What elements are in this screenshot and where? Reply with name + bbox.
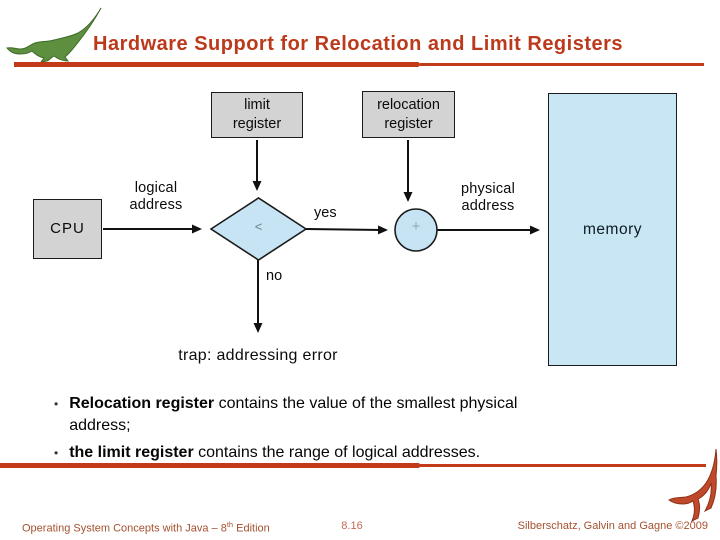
bullet-bold-text: Relocation register bbox=[69, 395, 215, 412]
physical-address-label: physical address bbox=[461, 181, 515, 215]
bullet-marker-icon: • bbox=[54, 446, 59, 460]
arrow-yes-to-adder bbox=[305, 225, 388, 235]
footer-authors: Silberschatz, Galvin and Gagne ©2009 bbox=[517, 520, 708, 532]
bullet-item: • Relocation register contains the value… bbox=[54, 393, 524, 437]
bullet-rest-text: contains the value of the smallest physi… bbox=[69, 395, 518, 434]
adder-symbol: + bbox=[411, 218, 421, 235]
bullet-rest-text: contains the range of logical addresses. bbox=[193, 444, 481, 461]
dinosaur-logo-icon bbox=[6, 7, 102, 62]
title-underline-thin bbox=[420, 63, 704, 66]
diagram-arrows bbox=[103, 140, 540, 333]
yes-label: yes bbox=[314, 205, 337, 221]
footer-rule-thick bbox=[0, 463, 420, 468]
no-label: no bbox=[266, 268, 283, 284]
limit-register-box: limit register bbox=[211, 92, 303, 138]
slide-title: Hardware Support for Relocation and Limi… bbox=[93, 33, 624, 55]
footer-page-number: 8.16 bbox=[341, 520, 363, 532]
footer-book-superscript: th bbox=[226, 520, 234, 529]
comparator-symbol: < bbox=[254, 219, 263, 234]
bullet-text: Relocation register contains the value o… bbox=[69, 393, 519, 437]
memory-box: memory bbox=[548, 93, 677, 366]
footer-book-prefix: Operating System Concepts with Java – 8 bbox=[22, 522, 227, 535]
bullet-item: • the limit register contains the range … bbox=[54, 442, 524, 464]
footer-rule-thin bbox=[420, 464, 706, 467]
bullet-text: the limit register contains the range of… bbox=[69, 442, 480, 464]
bullet-bold-text: the limit register bbox=[69, 444, 194, 461]
cpu-box: CPU bbox=[33, 199, 102, 259]
trap-label: trap: addressing error bbox=[178, 347, 338, 364]
dinosaur-footer-icon bbox=[668, 448, 718, 523]
comparator-diamond bbox=[209, 197, 308, 261]
adder-circle bbox=[394, 208, 438, 252]
bullet-list: • Relocation register contains the value… bbox=[54, 393, 524, 469]
bullet-marker-icon: • bbox=[54, 397, 59, 411]
logical-address-label: logical address bbox=[129, 180, 183, 214]
relocation-register-box: relocation register bbox=[362, 91, 455, 138]
title-underline-thick bbox=[14, 62, 420, 67]
footer-book-suffix: Edition bbox=[233, 522, 270, 535]
footer-book-title: Operating System Concepts with Java – 8t… bbox=[22, 520, 270, 535]
